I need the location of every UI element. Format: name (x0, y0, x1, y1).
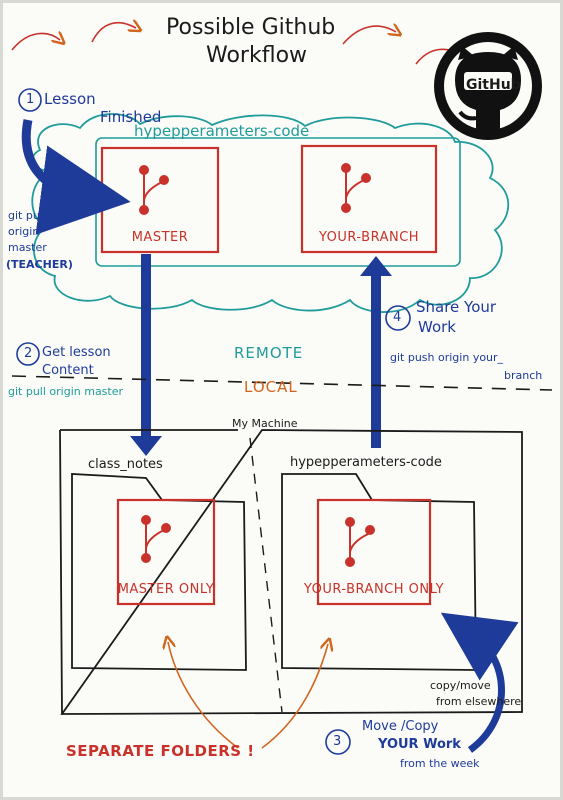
step1-number: 1 (26, 92, 35, 107)
copy-move-line-1: copy/move (430, 679, 491, 692)
step-circles (16, 88, 411, 755)
title-line-2: Workflow (206, 43, 308, 68)
copy-move-line-2: from elsewhere (436, 695, 522, 708)
local-your-branch-box (316, 498, 432, 606)
remote-your-branch-box (300, 144, 438, 254)
step3-line-2: YOUR Work (378, 737, 461, 752)
remote-master-box (100, 146, 220, 254)
step4-line-2: Work (418, 318, 456, 336)
step4-number: 4 (393, 310, 402, 325)
class-notes-folder-icon (71, 473, 247, 671)
step1-line-2: Finished (100, 108, 162, 126)
local-master-box (116, 498, 216, 606)
hyp-code-local-label: hypepperameters-code (290, 455, 442, 470)
branch-icon (341, 163, 371, 213)
git-pull-command: git pull origin master (8, 385, 124, 398)
step2-line-2: Content (42, 363, 94, 378)
pull-arrow (130, 254, 162, 456)
master-only-label: MASTER ONLY (117, 582, 215, 597)
local-label: LOCAL (244, 378, 298, 396)
step2-line-1: Get lesson (42, 345, 111, 360)
branch-icon (141, 515, 171, 563)
machine-divider (249, 437, 283, 713)
push-arrow (360, 256, 392, 448)
step1-line-1: Lesson (44, 90, 96, 108)
cloud-repo-label: hypepperameters-code (134, 122, 310, 140)
my-machine-box (59, 429, 523, 715)
my-machine-label: My Machine (232, 417, 298, 430)
remote-cloud (31, 113, 510, 313)
separate-folders-label: SEPARATE FOLDERS ! (66, 742, 255, 760)
teacher-push-line-2: origin (8, 225, 40, 238)
teacher-push-line-3: master (8, 241, 47, 254)
github-logo-icon (434, 32, 542, 140)
git-push-branch-command-1: git push origin your_ (390, 351, 504, 364)
class-notes-label: class_notes (88, 457, 163, 472)
title-line-1: Possible Github (166, 15, 336, 40)
remote-master-label: MASTER (131, 230, 189, 245)
step2-number: 2 (24, 346, 33, 361)
your-branch-only-label: YOUR-BRANCH ONLY (303, 582, 445, 597)
teacher-push-line-1: git push (8, 209, 53, 222)
remote-repo-frame (95, 137, 461, 267)
teacher-push-line-4: (TEACHER) (6, 258, 73, 271)
separate-folders-arrows (168, 642, 328, 749)
github-logo-text: GitHub (466, 77, 521, 93)
git-push-branch-command-2: branch (504, 369, 543, 382)
remote-your-branch-label: YOUR-BRANCH (318, 230, 420, 245)
hyp-code-folder-icon (281, 473, 477, 671)
branch-icon (139, 165, 169, 215)
remote-label: REMOTE (234, 344, 304, 362)
remote-local-divider (11, 375, 553, 391)
copy-move-arrow (440, 612, 519, 753)
lesson-finished-arrow (21, 119, 131, 235)
step3-number: 3 (333, 734, 342, 749)
step3-line-3: from the week (400, 757, 480, 770)
step3-line-1: Move /Copy (362, 719, 439, 734)
branch-icon (345, 517, 375, 567)
step4-line-1: Share Your (416, 298, 497, 316)
